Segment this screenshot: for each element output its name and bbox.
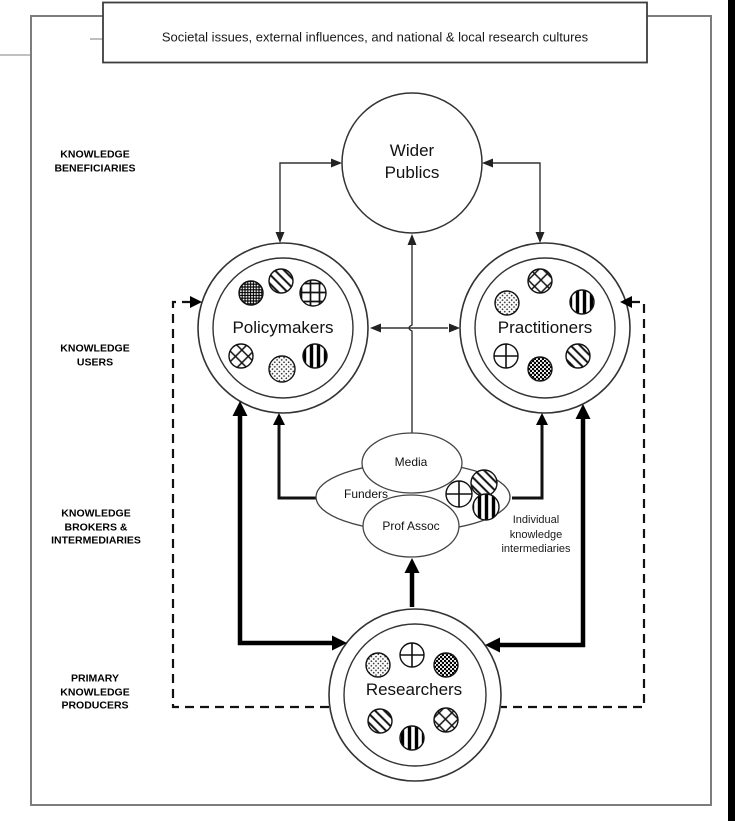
arrowhead-into-policymakers-right: [370, 323, 381, 333]
arrowhead-dashed-into-practitioners: [620, 296, 632, 308]
arrowhead-funders-into-policymakers: [273, 413, 285, 425]
arrowhead-into-practitioners-left: [449, 323, 460, 333]
dark-crosshatch-dot-icon: [238, 280, 264, 306]
vertical-stripes-dot-icon: [569, 289, 595, 315]
quartered-cross-dot-icon: [445, 480, 473, 508]
arrowhead-intermediaries-into-practitioners: [536, 413, 548, 425]
x-crosshatch-dot-icon: [433, 707, 459, 733]
dark-dots-dot-icon: [527, 356, 553, 382]
media-label: Media: [394, 455, 428, 469]
x-crosshatch-dot-icon: [527, 268, 553, 294]
connector-policymakers-widerpublics: [279, 162, 332, 232]
row-label-primary-producers: PRIMARY KNOWLEDGE PRODUCERS: [60, 672, 130, 712]
diagonal-stripes-dot-icon: [470, 469, 498, 497]
arrowhead-researchers-into-practitioners: [575, 404, 591, 419]
arrowhead-researchers-into-policymakers: [232, 401, 248, 416]
practitioners-label: Practitioners: [497, 317, 593, 337]
dark-dots-dot-icon: [433, 652, 459, 678]
row-label-knowledge-users: KNOWLEDGE USERS: [60, 342, 130, 368]
connector-intermediaries-practitioners: [512, 423, 544, 500]
prof-assoc-ellipse: [362, 494, 460, 558]
arrowhead-researchers-into-profassoc: [404, 558, 420, 573]
arrowhead-into-widerpublics-left: [331, 158, 342, 168]
connector-practitioners-widerpublics: [492, 162, 541, 232]
practitioners-node: [459, 242, 631, 414]
researchers-node: [328, 608, 502, 782]
quartered-cross-dot-icon: [399, 642, 425, 668]
media-ellipse: [361, 432, 463, 494]
arrowhead-into-policymakers-top: [275, 232, 285, 243]
row-label-knowledge-brokers: KNOWLEDGE BROKERS & INTERMEDIARIES: [51, 507, 141, 547]
dashed-feedback-path-left: [171, 300, 329, 709]
vertical-stripes-dot-icon: [399, 725, 425, 751]
banner-box: [102, 1, 648, 64]
prof-assoc-label: Prof Assoc: [382, 519, 440, 533]
banner-title: Societal issues, external influences, an…: [161, 29, 589, 45]
diagonal-stripes-dot-icon: [268, 268, 294, 294]
diagonal-stripes-dot-icon: [565, 343, 591, 369]
connector-media-widerpublics: [408, 244, 413, 433]
intermediaries-cluster: [315, 432, 511, 558]
researchers-label: Researchers: [365, 679, 463, 699]
quartered-cross-dot-icon: [493, 343, 519, 369]
connector-researchers-practitioners: [499, 413, 586, 648]
arrowhead-into-widerpublics-bottom: [407, 234, 417, 245]
wider-publics-label: Wider Publics: [384, 140, 440, 182]
right-edge-strip: [728, 0, 735, 821]
policymakers-label: Policymakers: [232, 317, 334, 337]
stipple-dots-dot-icon: [365, 652, 391, 678]
diagonal-stripes-dot-icon: [367, 708, 393, 734]
individual-knowledge-intermediaries-caption: Individual knowledge intermediaries: [501, 514, 571, 556]
arrowhead-dashed-into-policymakers: [190, 296, 202, 308]
connector-researchers-policymakers: [237, 410, 333, 646]
policymakers-node: [197, 242, 369, 414]
x-crosshatch-dot-icon: [228, 343, 254, 369]
connector-funders-policymakers: [277, 423, 316, 500]
stipple-dots-dot-icon: [268, 355, 296, 383]
arrowhead-practitioners-into-researchers: [485, 637, 500, 653]
funders-label: Funders: [343, 487, 389, 501]
arrowhead-policymakers-into-researchers: [332, 635, 347, 651]
vertical-stripes-dot-icon: [302, 343, 328, 369]
vertical-stripes-dot-icon: [472, 493, 500, 521]
stipple-dots-dot-icon: [494, 290, 520, 316]
arrowhead-into-widerpublics-right: [482, 158, 493, 168]
row-label-knowledge-beneficiaries: KNOWLEDGE BENEFICIARIES: [54, 148, 136, 174]
dashed-feedback-path-right: [501, 300, 646, 709]
grid-plaid-dot-icon: [299, 279, 327, 307]
arrowhead-into-practitioners-top: [535, 232, 545, 243]
